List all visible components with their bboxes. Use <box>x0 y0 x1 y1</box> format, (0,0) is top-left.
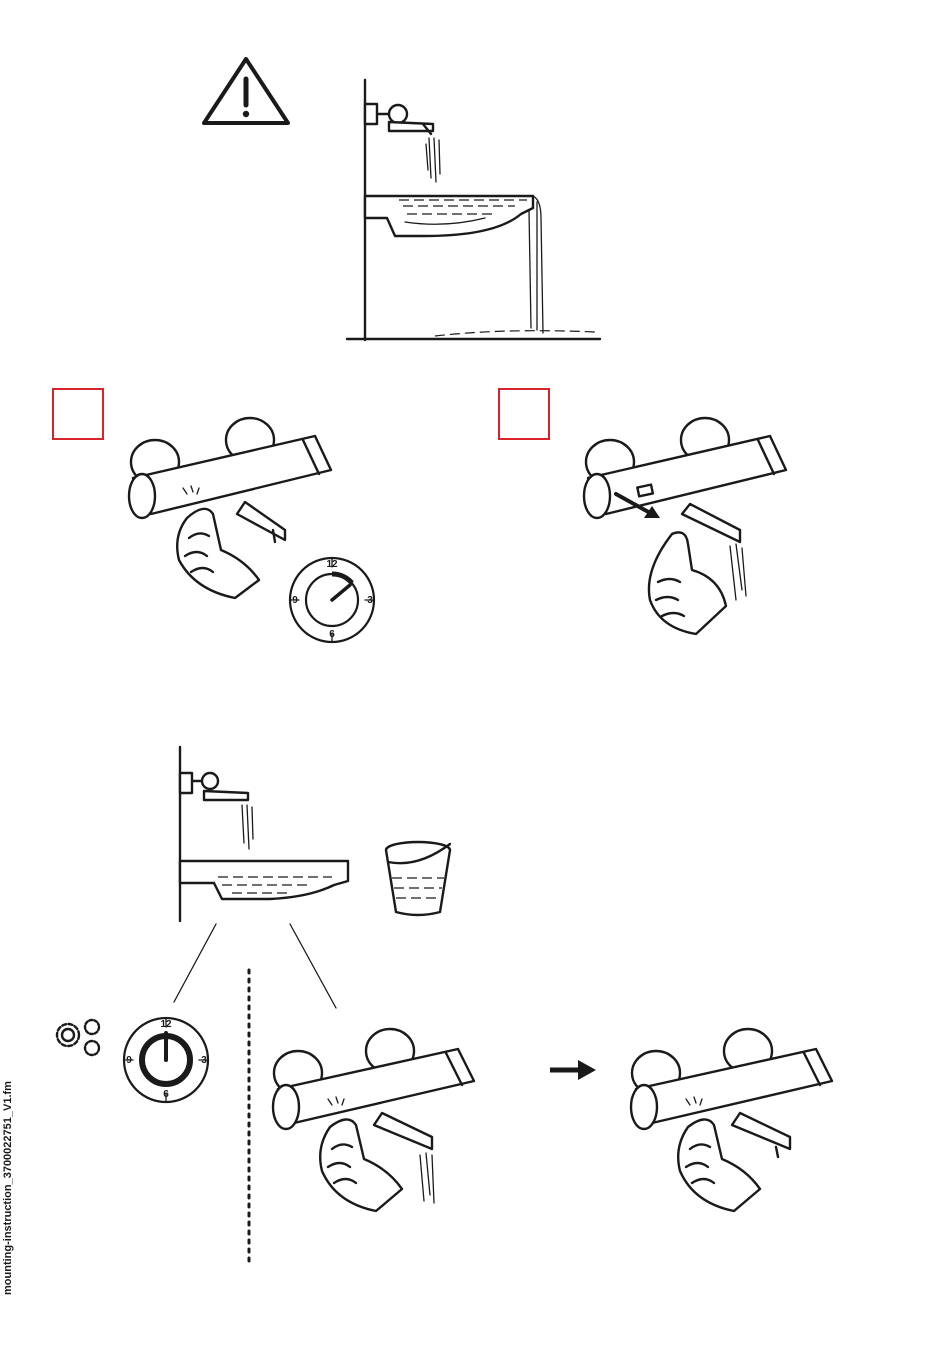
warning-icon <box>200 55 292 127</box>
faucet-running-illustration <box>270 1025 485 1215</box>
clock-icon: 12 3 6 9 <box>286 555 378 645</box>
clock-label-9: 9 <box>292 595 298 606</box>
basin-overview-illustration <box>170 745 355 925</box>
callout-lines <box>170 918 350 1013</box>
step-box-2 <box>498 388 550 440</box>
bucket-icon <box>382 838 454 918</box>
clock-stop-label-12: 12 <box>160 1019 172 1030</box>
overflow-basin-illustration <box>345 78 605 343</box>
clock-stop-label-9: 9 <box>126 1055 132 1066</box>
arrow-right-icon <box>548 1058 598 1082</box>
gears-icon <box>50 1015 108 1060</box>
step-box-1 <box>52 388 104 440</box>
clock-stop-label-3: 3 <box>201 1055 207 1066</box>
faucet-stopped-illustration <box>628 1025 843 1215</box>
clock-label-6: 6 <box>329 629 335 640</box>
clock-label-3: 3 <box>367 595 373 606</box>
dotted-separator <box>246 968 252 1268</box>
clock-label-12: 12 <box>326 559 338 570</box>
clock-icon-stop: 12 3 6 9 <box>120 1015 212 1105</box>
faucet-pull-button-illustration <box>580 410 800 640</box>
document-filename: mounting-instruction_3700022751_V1.fm <box>2 1055 16 1295</box>
clock-stop-label-6: 6 <box>163 1089 169 1100</box>
